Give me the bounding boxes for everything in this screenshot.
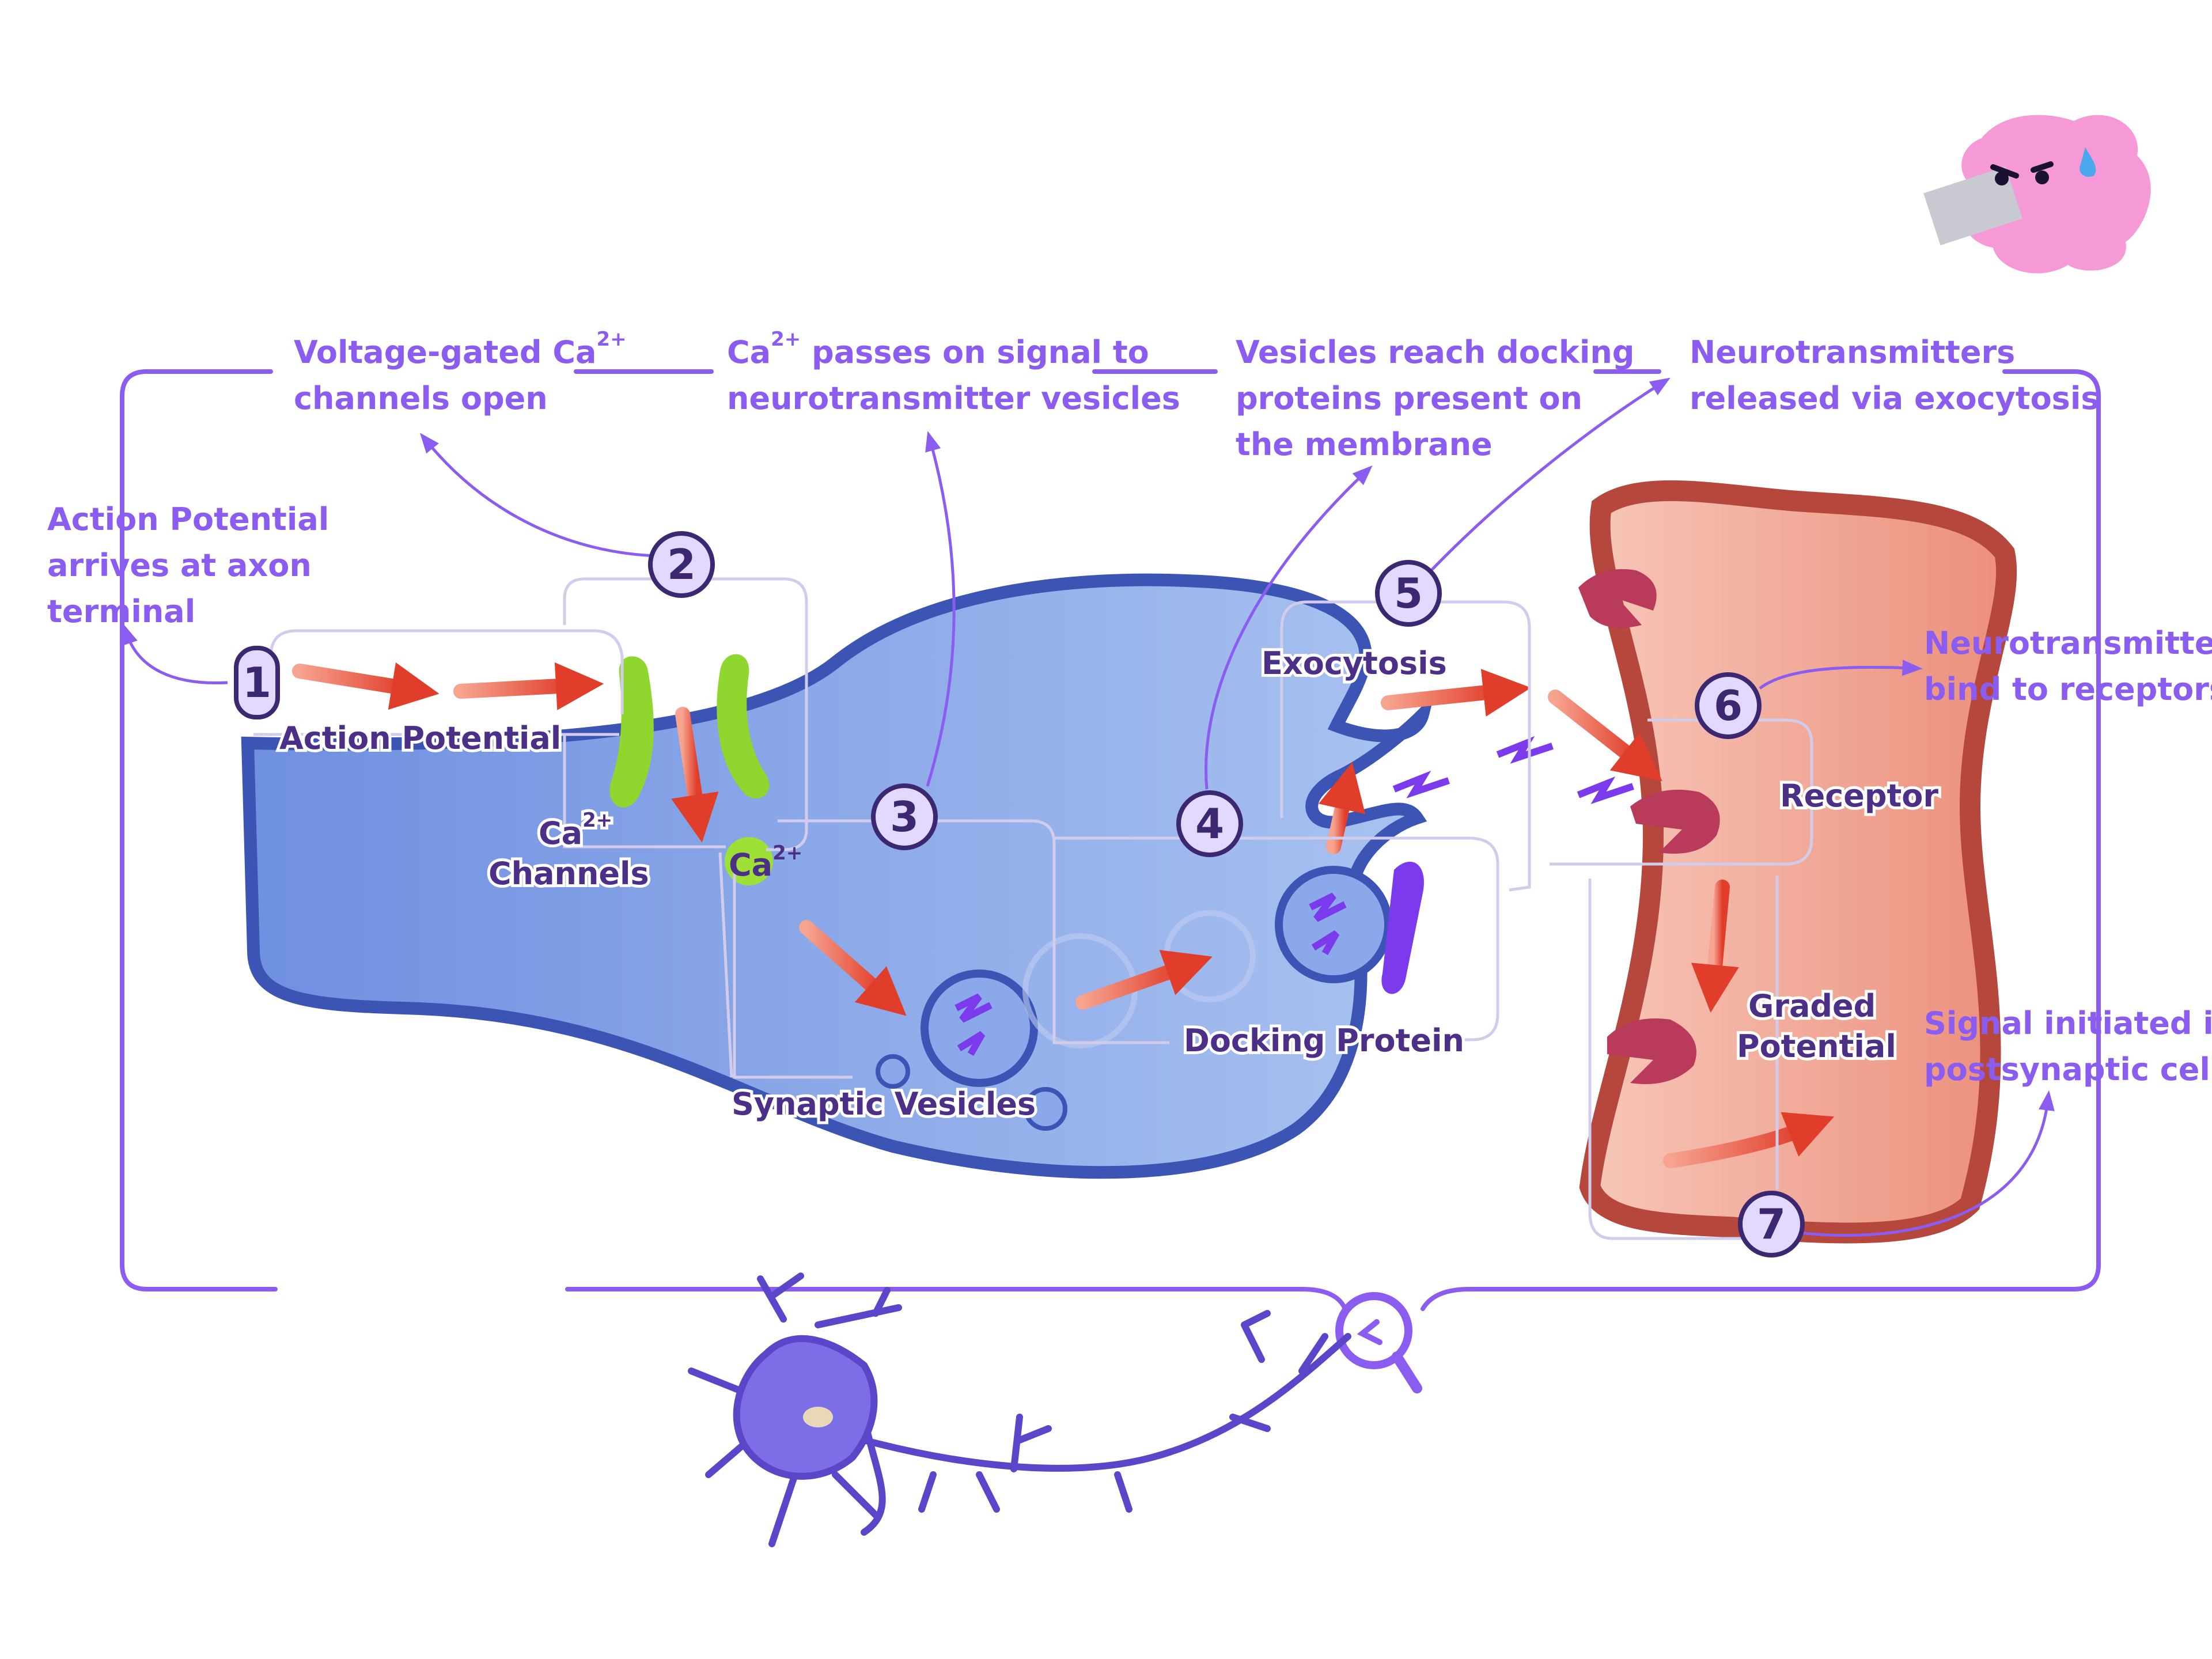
step-3-caption: Ca2+ passes on signal to neurotransmitte… [727, 328, 1180, 416]
receptor-label: Receptor [1780, 778, 1938, 814]
svg-text:5: 5 [1394, 569, 1423, 618]
leader-line [1759, 660, 1923, 690]
leader-line [419, 433, 657, 558]
leader-line [925, 431, 956, 787]
step-6-badge: 6 [1695, 672, 1762, 739]
step-3-badge: 3 [871, 783, 938, 850]
step-1-badge: 1 [234, 646, 280, 719]
step-7-caption: Signal initiated in postsynaptic cell [1924, 1005, 2212, 1088]
guide-lines [253, 577, 1813, 1240]
ca-ion-label: Ca2+ [729, 842, 802, 883]
ca-channels-label: Ca2+ Channels [488, 798, 649, 892]
neurotransmitter-icon [1577, 776, 1634, 804]
ca-channel-left-icon [609, 656, 654, 808]
step-1-caption: Action Potential arrives at axon termina… [47, 501, 340, 630]
signal-arrow [1381, 669, 1531, 717]
svg-text:1: 1 [243, 658, 271, 707]
synaptic-vesicles-label: Synaptic Vesicles [732, 1086, 1036, 1122]
mascot-icon [1923, 115, 2151, 274]
step-7-badge: 7 [1738, 1191, 1805, 1257]
leader-line [1427, 377, 1671, 574]
signal-arrow [799, 920, 907, 1016]
axon-terminal [241, 573, 1435, 1179]
receptor-bound-icon [1630, 789, 1720, 854]
action-potential-label: Action Potential [279, 720, 561, 756]
signal-arrow [671, 707, 719, 843]
svg-text:2: 2 [667, 540, 696, 589]
synaptic-vesicle-small-icon [1024, 1087, 1067, 1131]
neurotransmitter-icon [1496, 736, 1554, 764]
leader-line [122, 624, 228, 685]
step-2-badge: 2 [648, 531, 715, 598]
ca-ion-icon [725, 837, 773, 885]
docking-protein-icon [1381, 861, 1424, 994]
signal-arrow [1075, 950, 1213, 1010]
step-4-caption: Vesicles reach docking proteins present … [1236, 334, 1645, 463]
synaptic-vesicle-small-icon [876, 1054, 910, 1089]
ca-channel-right-icon [717, 654, 770, 799]
neuron-icon [688, 1272, 1351, 1547]
signal-arrow [1691, 880, 1739, 1013]
signal-arrow [1663, 1112, 1835, 1168]
signal-arrow [292, 662, 440, 710]
neuron-soma-icon [733, 1335, 878, 1480]
svg-text:7: 7 [1757, 1200, 1786, 1248]
magnifier-icon [1335, 1292, 1422, 1393]
docked-vesicle-icon [1275, 866, 1392, 983]
overview-frame [120, 369, 2101, 1311]
receptor-top-icon [1578, 569, 1657, 628]
signal-arrow [453, 662, 604, 710]
step-5-badge: 5 [1375, 560, 1442, 627]
receptor-bottom-icon [1607, 1018, 1696, 1084]
neuron-nucleus-icon [803, 1407, 833, 1427]
svg-text:6: 6 [1714, 681, 1743, 730]
step-5-caption: Neurotransmitters released via exocytosi… [1690, 334, 2099, 416]
leader-line [1800, 1090, 2055, 1237]
synaptic-vesicle-large-icon [921, 969, 1038, 1087]
svg-text:3: 3 [890, 793, 919, 841]
step-4-badge: 4 [1176, 790, 1243, 857]
docking-protein-label: Docking Protein [1184, 1022, 1464, 1059]
signal-arrow [1548, 690, 1662, 781]
svg-text:4: 4 [1195, 800, 1224, 848]
neurotransmitter-icon [1392, 770, 1450, 798]
leader-line [1205, 465, 1373, 790]
exocytosis-label: Exocytosis [1262, 645, 1447, 681]
graded-potential-label: Graded Potential [1737, 988, 1896, 1065]
step-2-caption: Voltage-gated Ca2+ channels open [294, 317, 637, 416]
step-6-caption: Neurotransmitters bind to receptors [1924, 625, 2212, 707]
